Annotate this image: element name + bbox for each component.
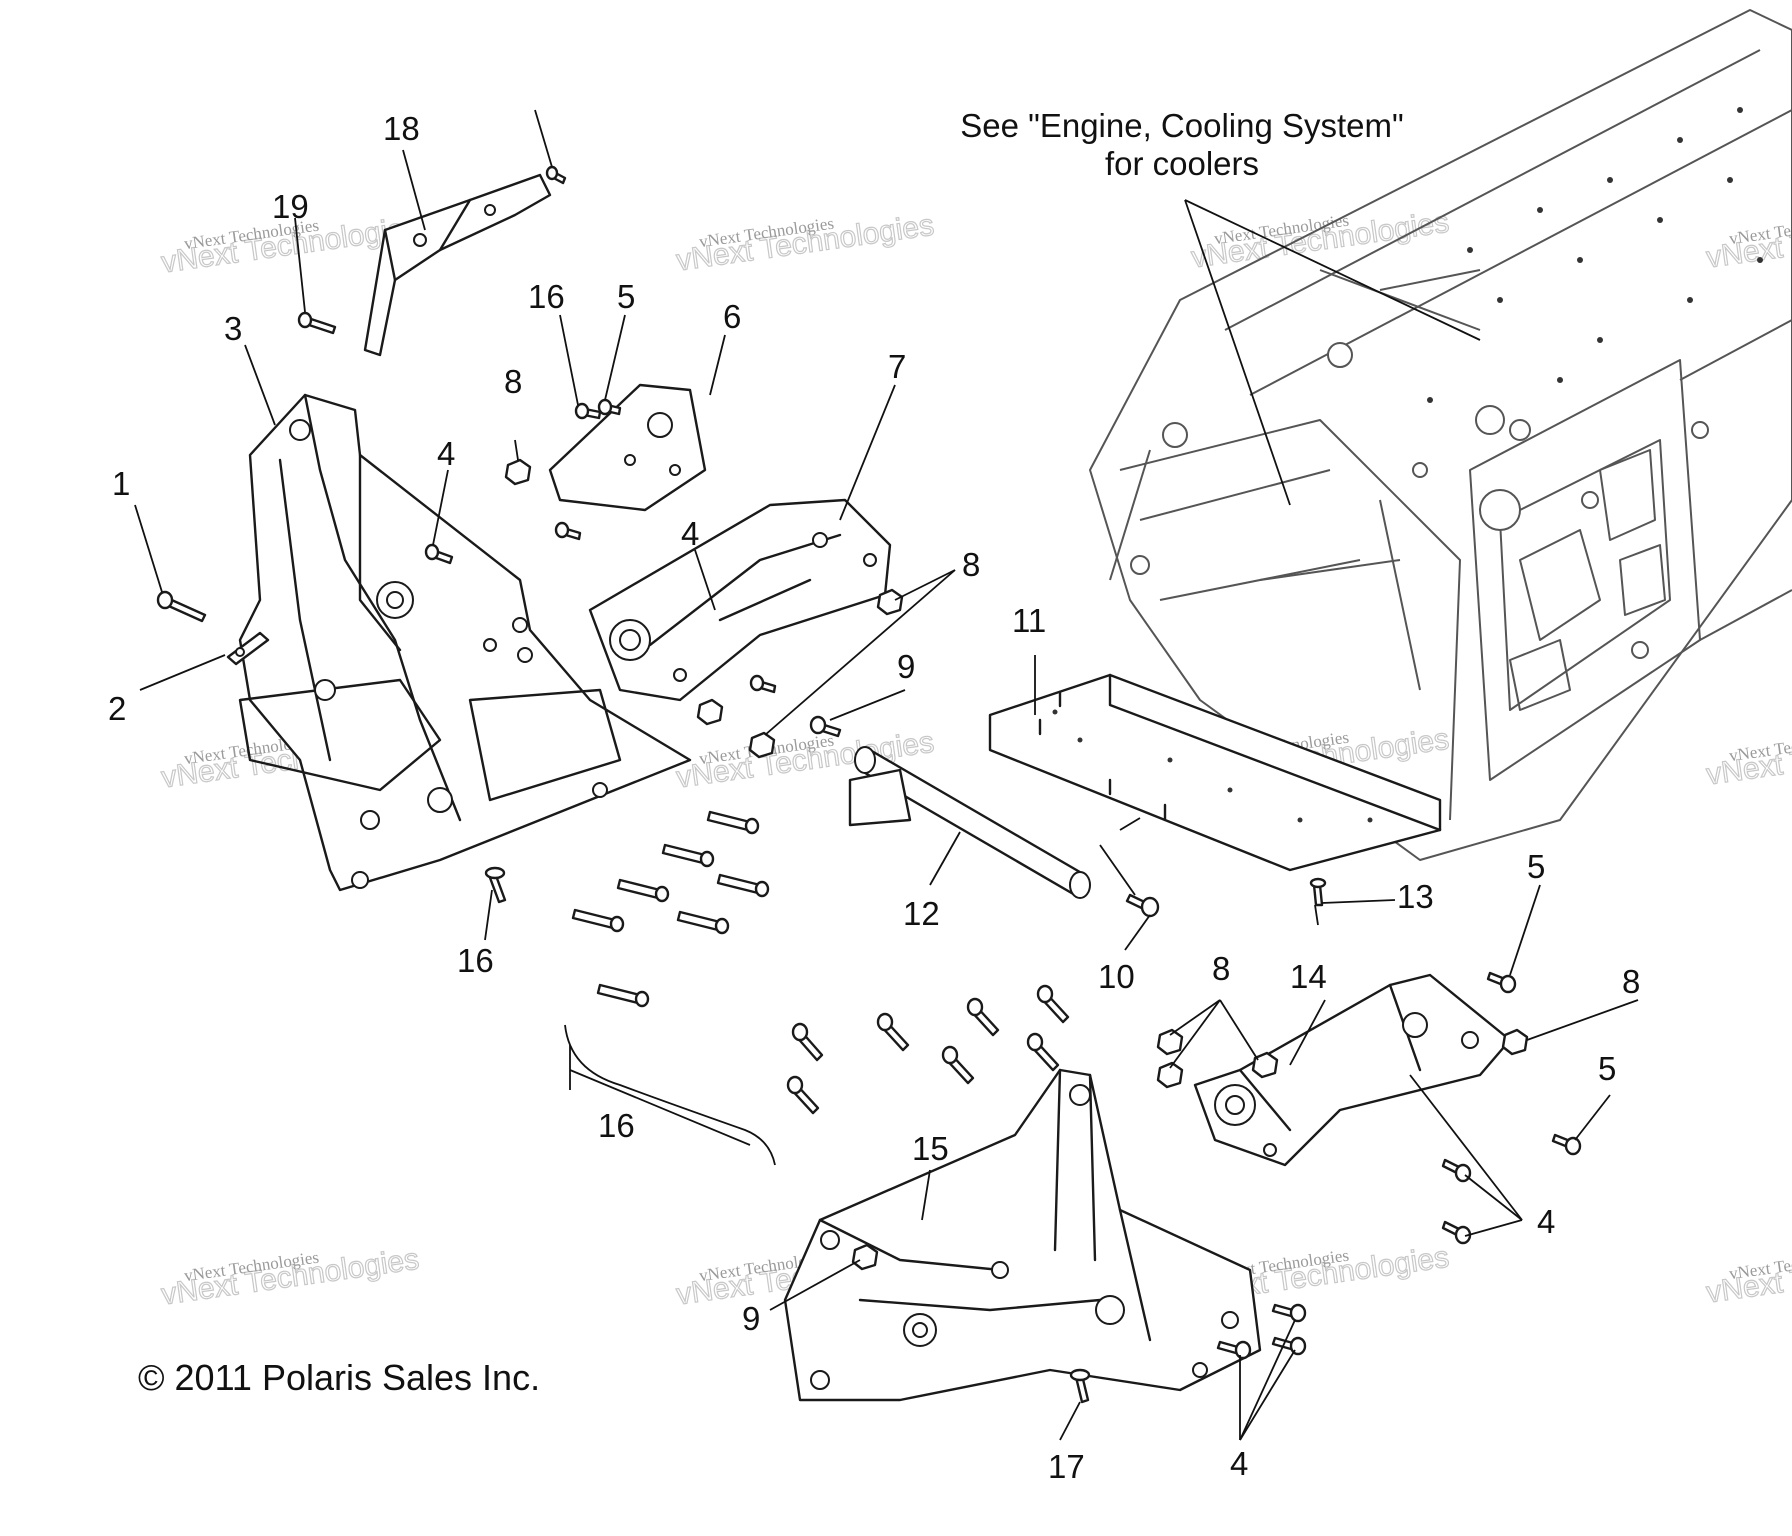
callout-8: 8 <box>1622 963 1640 1000</box>
fasteners <box>156 165 1582 1404</box>
callout-16: 17 <box>1048 1448 1085 1485</box>
callout-4: 4 <box>681 515 699 552</box>
part-11-cross-tube <box>848 746 1091 899</box>
callout-14: 15 <box>912 1130 949 1167</box>
callout-8: 8 <box>962 546 980 583</box>
note-line-2: for coolers <box>1105 145 1259 182</box>
callout-13: 14 <box>1290 958 1327 995</box>
engine-cooling-note: See "Engine, Cooling System" for coolers <box>960 107 1404 182</box>
callout-6: 6 <box>723 298 741 335</box>
part-14-front-frame-right <box>783 1068 1262 1402</box>
callout-4: 4 <box>1537 1203 1555 1240</box>
part-3-front-frame-left <box>238 393 692 892</box>
callout-4: 4 <box>1230 1445 1248 1482</box>
callout-4: 4 <box>437 435 455 472</box>
part-13-bracket <box>1193 973 1512 1167</box>
callout-7: 7 <box>888 348 906 385</box>
group-bracket-15 <box>564 1024 776 1166</box>
callout-8: 8 <box>504 363 522 400</box>
callout-17: 18 <box>383 110 420 147</box>
callouts: 1 2 3 4 4 4 4 5 5 5 6 7 8 8 8 8 9 9 10 1… <box>108 110 1640 1485</box>
callout-3: 3 <box>224 310 242 347</box>
callout-5: 5 <box>1598 1050 1616 1087</box>
note-line-1: See "Engine, Cooling System" <box>960 107 1404 144</box>
callout-12: 13 <box>1397 878 1434 915</box>
callout-16: 16 <box>457 942 494 979</box>
callout-18: 19 <box>272 188 309 225</box>
callout-9: 9 <box>897 648 915 685</box>
callout-9: 10 <box>1098 958 1135 995</box>
part-10-skid-plate <box>988 673 1442 872</box>
note-leaders <box>1184 199 1481 506</box>
callout-11: 12 <box>903 895 940 932</box>
part-6-plate <box>548 383 707 512</box>
engine-chassis-outline <box>1089 9 1792 861</box>
part-7-bracket <box>588 498 892 702</box>
callout-8: 9 <box>742 1300 760 1337</box>
copyright-notice: © 2011 Polaris Sales Inc. <box>138 1357 540 1398</box>
callout-5: 5 <box>617 278 635 315</box>
callout-10: 11 <box>1012 602 1046 639</box>
callout-2: 2 <box>108 690 126 727</box>
callout-8: 8 <box>1212 950 1230 987</box>
part-17-steering-bracket <box>363 173 552 357</box>
callout-16: 16 <box>528 278 565 315</box>
leader-lines <box>134 109 1639 1441</box>
callout-5: 5 <box>1527 848 1545 885</box>
callout-1: 1 <box>112 465 130 502</box>
callout-15: 16 <box>598 1107 635 1144</box>
